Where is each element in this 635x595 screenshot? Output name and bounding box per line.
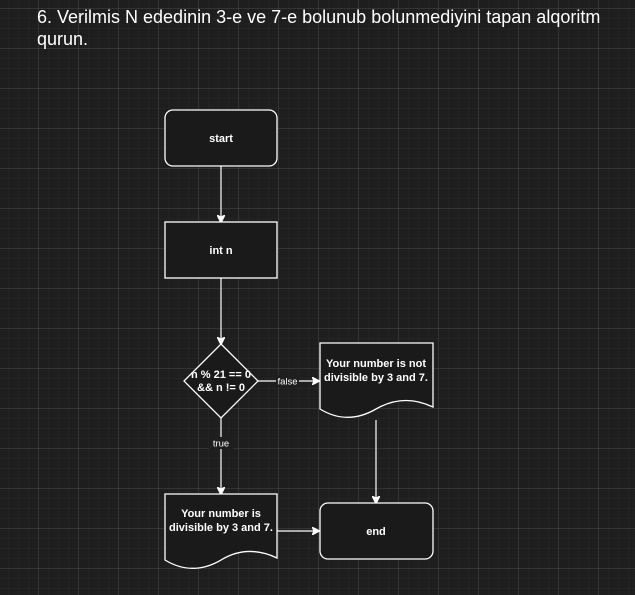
not-divisible-node[interactable]: Your number is not divisible by 3 and 7. [319,342,434,418]
edge-label-false: false [277,377,297,388]
start-node-label: start [209,133,233,145]
decision-node[interactable]: n % 21 == 0 && n != 0 [183,343,259,419]
declare-node[interactable]: int n [164,221,278,279]
not-divisible-line1: Your number is not [326,358,426,370]
end-node[interactable]: end [319,502,434,560]
start-node[interactable]: start [164,109,278,167]
not-divisible-line2: divisible by 3 and 7. [324,372,428,384]
end-node-label: end [366,526,386,538]
divisible-line1: Your number is [181,508,261,520]
edge-label-true: true [213,439,229,450]
declare-node-label: int n [209,245,232,257]
task-title: 6. Verilmis N ededinin 3-e ve 7-e bolunu… [37,7,601,49]
decision-node-line2: && n != 0 [197,382,245,394]
divisible-node[interactable]: Your number is divisible by 3 and 7. [164,493,278,569]
decision-node-line1: n % 21 == 0 [191,369,251,381]
divisible-line2: divisible by 3 and 7. [169,522,273,534]
